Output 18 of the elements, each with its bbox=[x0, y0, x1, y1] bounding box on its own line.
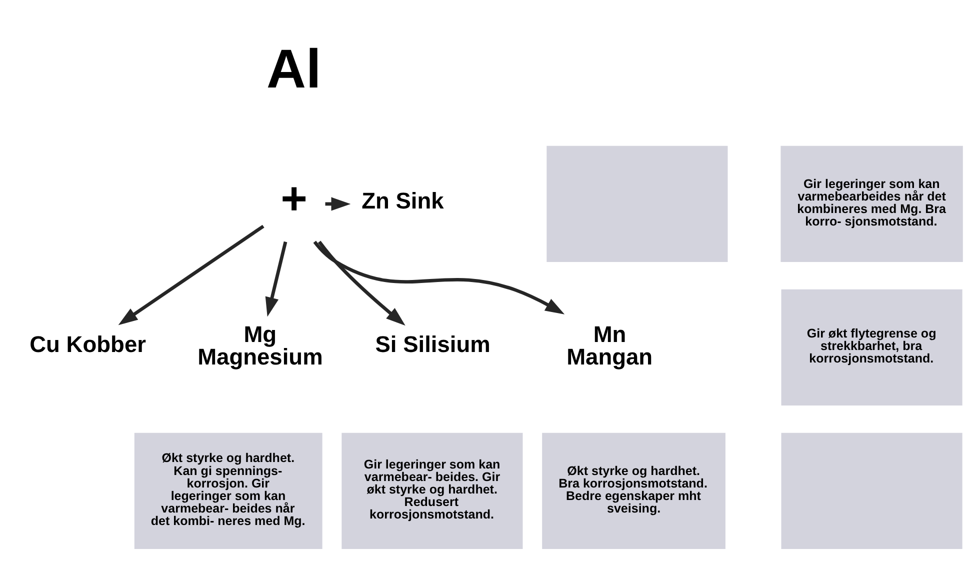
node-box: Gir legeringer som kan varmebear- beides. Gir økt styrke og hardhet. Redusert korrosjonsmotstand. bbox=[341, 432, 522, 550]
arrow bbox=[312, 240, 564, 314]
node-box: Økt styrke og hardhet. Kan gi spennings- korrosjon. Gir legeringer som kan varmebear- beides når det kombi- neres med Mg. bbox=[134, 432, 322, 550]
arrow bbox=[317, 240, 405, 326]
node-box: Gir legeringer som kan varmebearbeides når det kombineres med Mg. Bra korro- sjonsmotstand. bbox=[780, 146, 962, 262]
node-text: Cu Kobber bbox=[29, 330, 146, 357]
node-box: Gir økt flytegrense og strekkbarhet, bra korrosjonsmotstand. bbox=[780, 289, 962, 406]
node-text: Si Silisium bbox=[374, 330, 490, 357]
node-box: Økt styrke og hardhet. Bra korrosjonsmotstand. Bedre egenskaper mht sveising. bbox=[542, 432, 725, 550]
node-text: Mg Magnesium bbox=[197, 320, 322, 370]
node-box bbox=[546, 146, 728, 262]
node-box bbox=[780, 432, 962, 550]
arrow bbox=[264, 241, 287, 317]
node-text: Mn Mangan bbox=[566, 320, 652, 370]
node-text: + bbox=[280, 173, 307, 224]
node-text: Zn Sink bbox=[361, 188, 444, 214]
arrow bbox=[118, 224, 264, 326]
node-text: Al bbox=[266, 38, 321, 100]
